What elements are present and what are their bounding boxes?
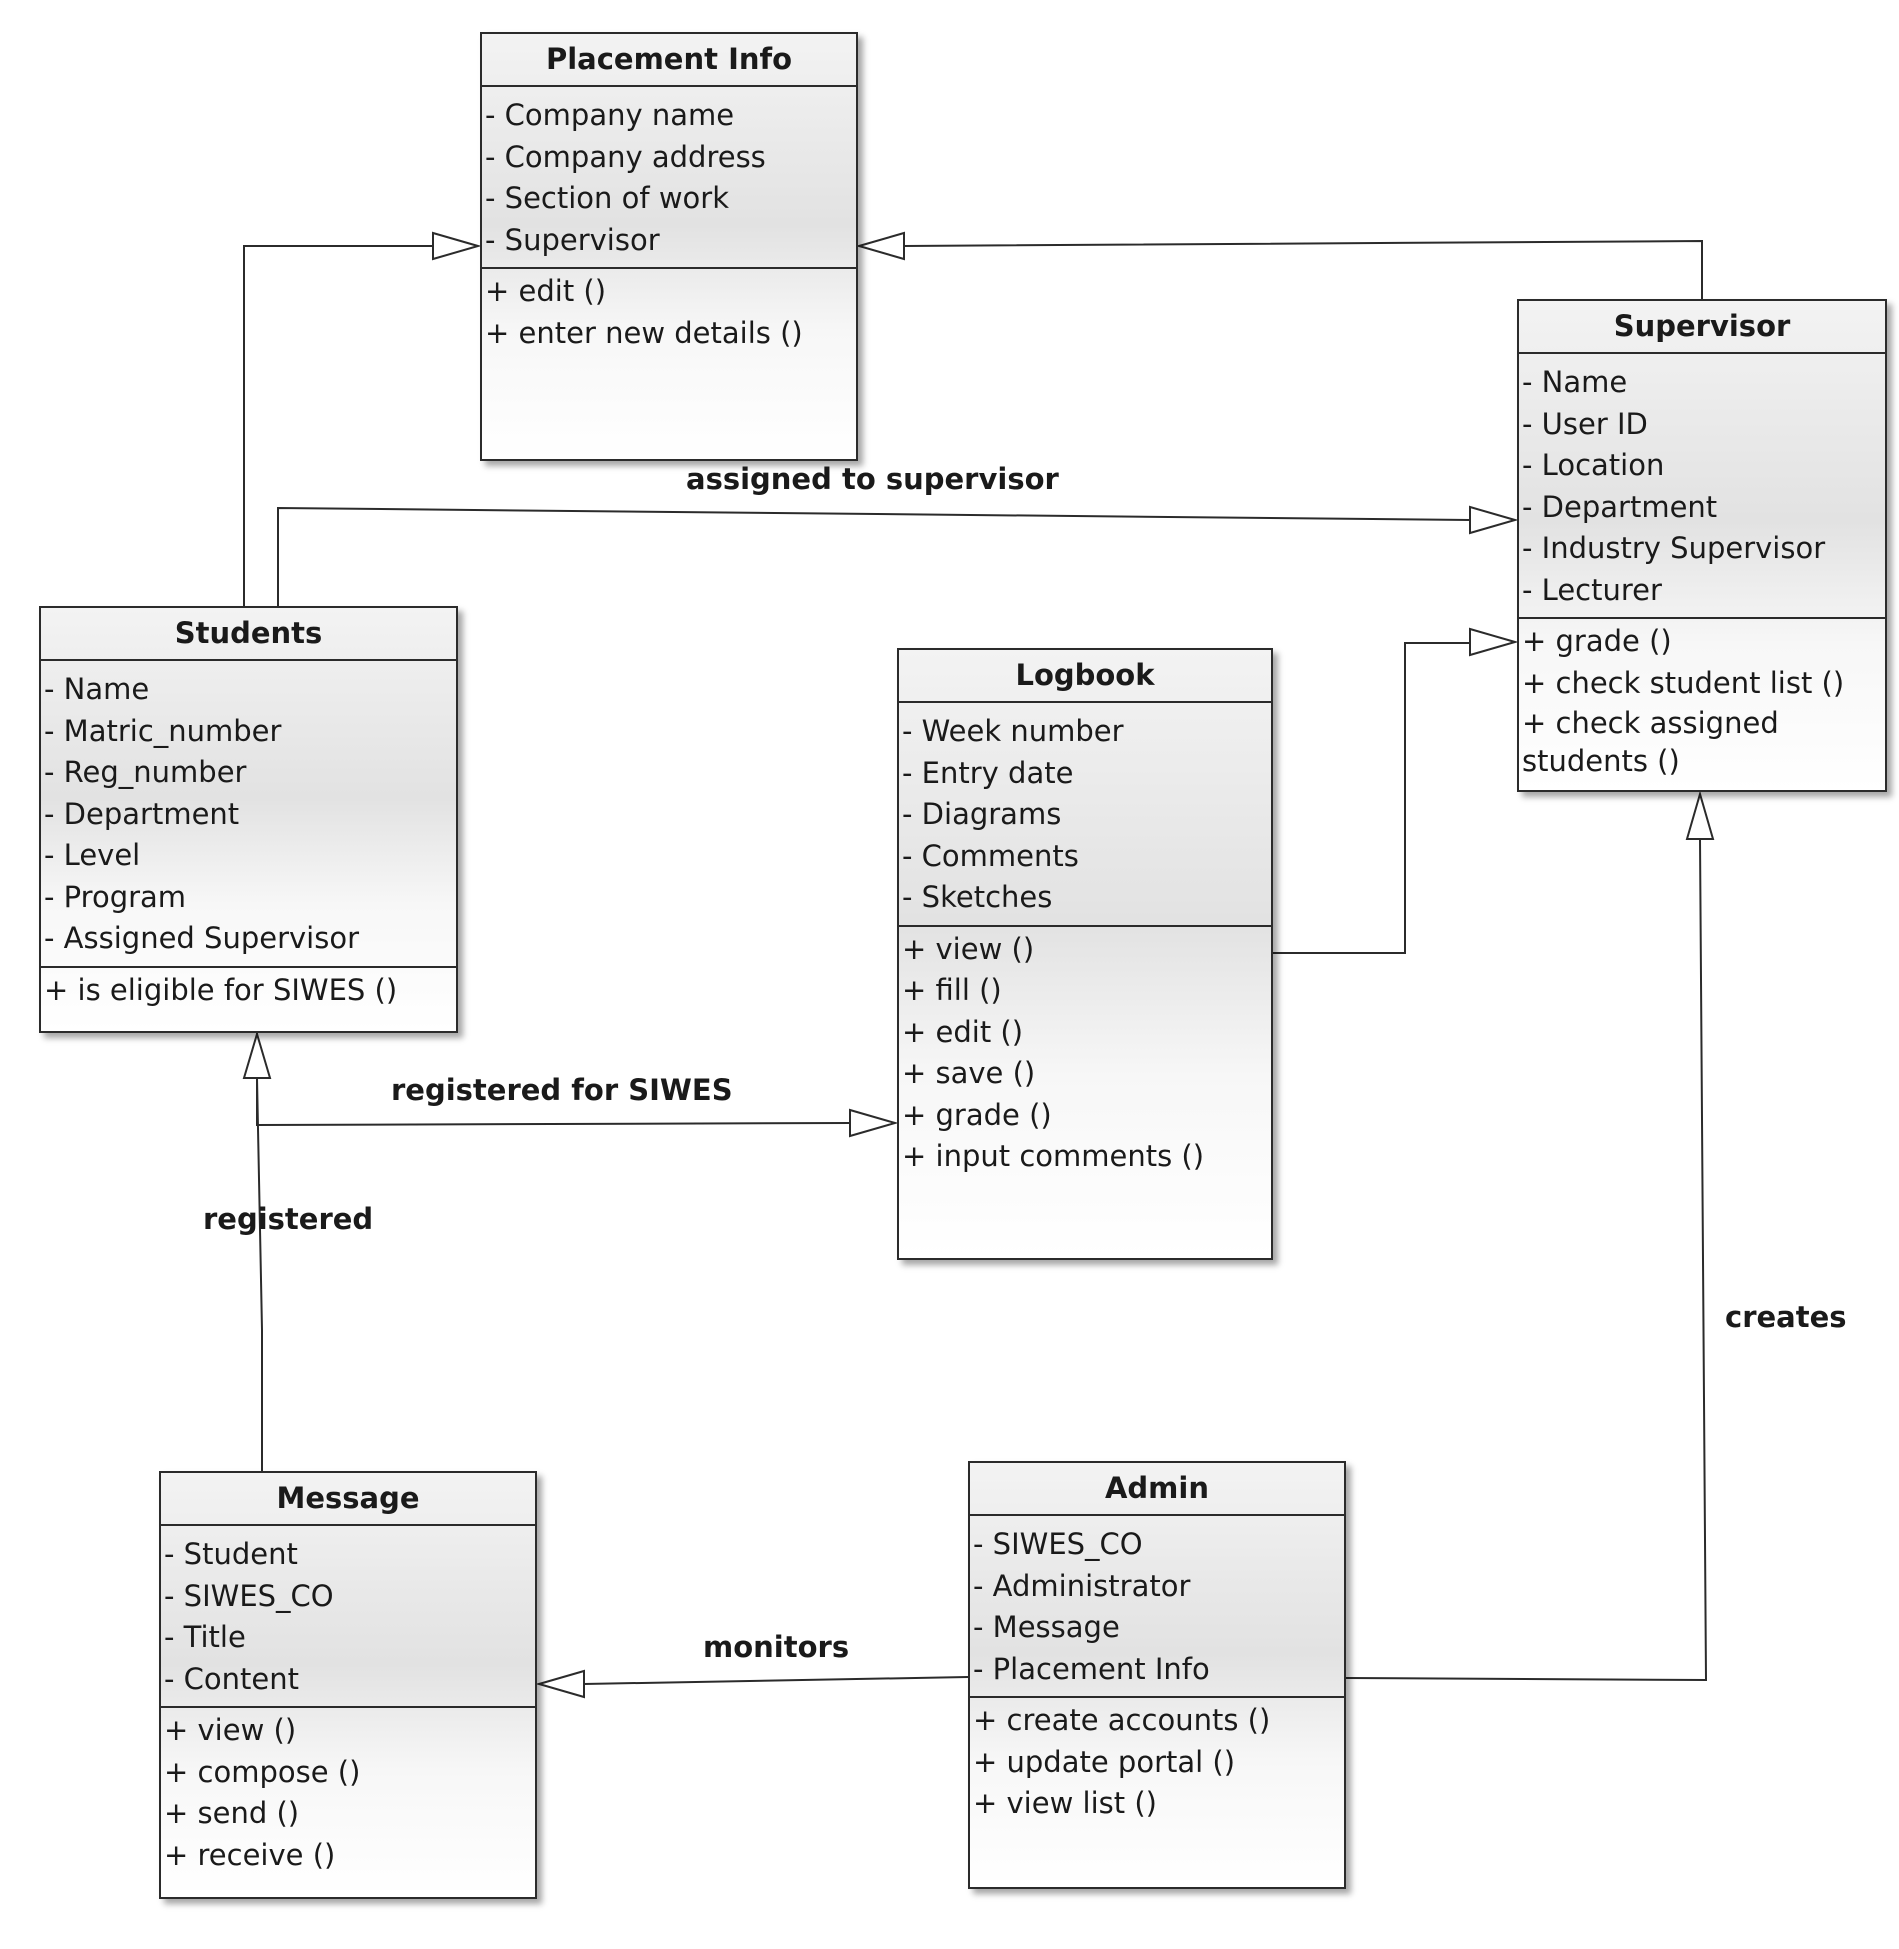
attribute-item: - Industry Supervisor: [1522, 531, 1826, 565]
attribute-item: - Company address: [485, 139, 766, 174]
attribute-item: - Administrator: [973, 1568, 1191, 1603]
operation-item: + compose (): [164, 1754, 361, 1789]
relation-label-creates: creates: [1725, 1300, 1847, 1334]
class-name: Students: [41, 608, 456, 661]
connector-admin-message: [583, 1676, 969, 1685]
relation-label-assigned-to-supervisor: assigned to supervisor: [686, 462, 1059, 496]
attribute-item: - Title: [164, 1620, 246, 1654]
operation-item: + edit (): [485, 274, 607, 308]
operation-item: + view (): [164, 1713, 297, 1747]
attribute-item: - Department: [44, 796, 240, 831]
operation-item: + edit (): [902, 1014, 1024, 1049]
attribute-item: - Matric_number: [44, 713, 282, 748]
operation-item: + send (): [164, 1796, 300, 1830]
class-name: Admin: [970, 1463, 1344, 1516]
arrowhead-students-placement: [432, 231, 482, 261]
class-placement-info: Placement Info - Company name - Company …: [480, 32, 858, 461]
arrowhead-students-supervisor: [1469, 505, 1519, 535]
attribute-item: - Sketches: [902, 880, 1053, 914]
arrowhead-admin-supervisor: [1685, 790, 1715, 840]
attribute-item: - Department: [1522, 489, 1718, 524]
attributes-compartment: - Name - User ID - Location - Department…: [1519, 354, 1885, 619]
attribute-item: - Supervisor: [485, 222, 660, 257]
attributes-compartment: - Company name - Company address - Secti…: [482, 87, 856, 269]
operations-compartment: + edit () + enter new details (): [482, 269, 856, 459]
relation-label-registered-for-siwes: registered for SIWES: [391, 1073, 733, 1107]
attributes-compartment: - SIWES_CO - Administrator - Message - P…: [970, 1516, 1344, 1698]
arrowhead-message-students: [242, 1030, 272, 1079]
operation-item: + fill (): [902, 973, 1002, 1007]
operation-item: + view (): [902, 931, 1035, 966]
operation-item: + create accounts (): [973, 1703, 1271, 1737]
attribute-item: - Lecturer: [1522, 572, 1662, 607]
connector-logbook-supervisor: [1273, 642, 1470, 954]
operations-compartment: + grade () + check student list () + che…: [1519, 619, 1885, 790]
class-supervisor: Supervisor - Name - User ID - Location -…: [1517, 299, 1887, 792]
class-name: Message: [161, 1473, 535, 1526]
attribute-item: - Section of work: [485, 181, 729, 215]
attribute-item: - Reg_number: [44, 755, 247, 789]
operations-compartment: + create accounts () + update portal () …: [970, 1698, 1344, 1887]
relation-label-registered: registered: [203, 1202, 374, 1236]
attribute-item: - Name: [1522, 365, 1628, 399]
operation-item: + input comments (): [902, 1139, 1205, 1173]
operation-item: + enter new details (): [485, 315, 803, 350]
operation-item: + grade (): [902, 1097, 1052, 1132]
attributes-compartment: - Name - Matric_number - Reg_number - De…: [41, 661, 456, 968]
attribute-item: - Entry date: [902, 755, 1074, 790]
attribute-item: - Name: [44, 672, 150, 706]
operation-item: + receive (): [164, 1837, 336, 1872]
attribute-item: - Level: [44, 838, 141, 872]
attribute-item: - Student: [164, 1537, 298, 1571]
attribute-item: - Location: [1522, 448, 1665, 482]
class-students: Students - Name - Matric_number - Reg_nu…: [39, 606, 458, 1033]
operation-item: + view list (): [973, 1786, 1157, 1820]
attributes-compartment: - Week number - Entry date - Diagrams - …: [899, 703, 1271, 927]
attribute-item: - Diagrams: [902, 797, 1062, 831]
operation-item: + update portal (): [973, 1744, 1236, 1779]
attribute-item: - SIWES_CO: [164, 1578, 334, 1613]
attribute-item: - User ID: [1522, 406, 1648, 441]
connector-students-placement: [243, 245, 433, 606]
arrowhead-supervisor-placement: [855, 231, 905, 261]
attribute-item: - Program: [44, 879, 187, 914]
connector-admin-supervisor: [1345, 838, 1708, 1682]
class-logbook: Logbook - Week number - Entry date - Dia…: [897, 648, 1273, 1260]
attribute-item: - Week number: [902, 714, 1124, 748]
operation-item: + check student list (): [1522, 665, 1845, 700]
operation-item: + grade (): [1522, 624, 1672, 658]
attribute-item: - Assigned Supervisor: [44, 921, 360, 955]
operations-compartment: + is eligible for SIWES (): [41, 968, 456, 1032]
attributes-compartment: - Student - SIWES_CO - Title - Content: [161, 1526, 535, 1708]
operation-item: + save (): [902, 1056, 1036, 1090]
operations-compartment: + view () + fill () + edit () + save () …: [899, 927, 1271, 1259]
operation-item: + check assigned students (): [1522, 706, 1779, 778]
operations-compartment: + view () + compose () + send () + recei…: [161, 1708, 535, 1897]
arrowhead-students-logbook: [849, 1108, 899, 1138]
attribute-item: - Comments: [902, 838, 1079, 873]
attribute-item: - Content: [164, 1661, 300, 1696]
class-name: Supervisor: [1519, 301, 1885, 354]
attribute-item: - Message: [973, 1610, 1120, 1644]
connector-students-supervisor: [277, 506, 1471, 606]
connector-message-students: [256, 1077, 263, 1471]
class-message: Message - Student - SIWES_CO - Title - C…: [159, 1471, 537, 1899]
arrowhead-admin-message: [535, 1669, 585, 1699]
relation-label-monitors: monitors: [703, 1630, 850, 1664]
connector-supervisor-placement: [903, 239, 1703, 299]
arrowhead-logbook-supervisor: [1469, 627, 1519, 657]
class-name: Placement Info: [482, 34, 856, 87]
attribute-item: - SIWES_CO: [973, 1527, 1143, 1561]
class-name: Logbook: [899, 650, 1271, 703]
operation-item: + is eligible for SIWES (): [44, 972, 398, 1007]
attribute-item: - Company name: [485, 98, 735, 132]
class-admin: Admin - SIWES_CO - Administrator - Messa…: [968, 1461, 1346, 1889]
attribute-item: - Placement Info: [973, 1651, 1210, 1686]
